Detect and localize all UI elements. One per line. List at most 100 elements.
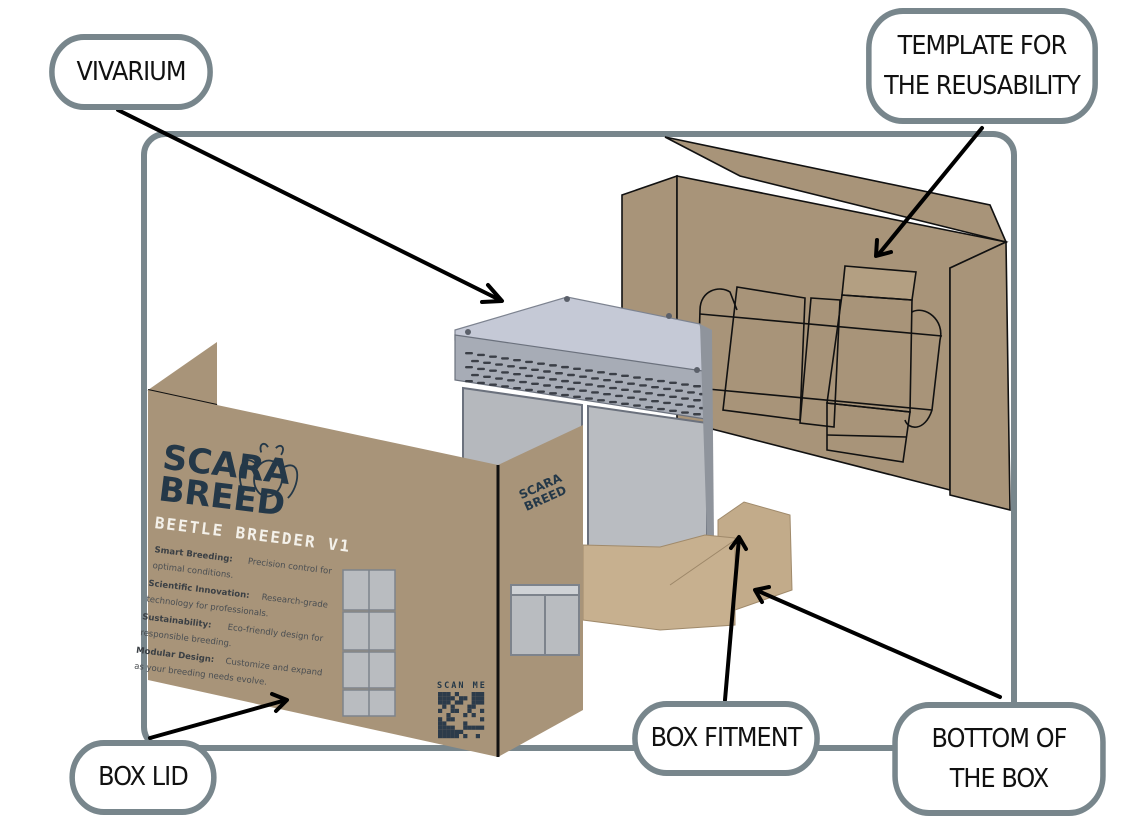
vent-slot: [477, 353, 485, 357]
vent-slot: [633, 376, 641, 379]
vent-slot: [543, 370, 551, 373]
qr-module: [442, 696, 447, 701]
qr-module: [471, 713, 476, 718]
vent-slot: [567, 387, 575, 391]
vent-slot: [669, 409, 677, 412]
vent-slot: [501, 371, 509, 374]
vent-slot: [597, 385, 605, 388]
vent-slot: [537, 390, 545, 393]
vent-slots: [465, 352, 707, 416]
vent-slot: [609, 372, 617, 376]
callout-box-lid: BOX LID: [69, 740, 217, 815]
vent-slot: [687, 405, 695, 408]
vent-slot: [687, 391, 695, 394]
vent-slot: [549, 364, 557, 367]
qr-module: [467, 708, 472, 713]
vivarium-right-door: [587, 404, 708, 561]
screw-icon: [465, 329, 471, 335]
qr-module: [438, 729, 443, 734]
screw-icon: [666, 313, 672, 319]
vent-slot: [693, 399, 701, 402]
vent-slot: [591, 377, 599, 380]
qr-module: [475, 692, 480, 697]
diagram-frame: [141, 131, 1017, 751]
lid-front-panel: [148, 390, 498, 757]
qr-module: [480, 708, 485, 713]
vent-slot: [663, 401, 671, 405]
screw-icon: [564, 296, 570, 302]
vent-slot: [549, 378, 557, 381]
vent-slot: [507, 365, 515, 368]
vent-slot: [513, 358, 521, 362]
qr-module: [480, 700, 485, 705]
vent-slot: [621, 388, 629, 392]
box-bottom-front: [582, 534, 736, 631]
qr-module: [459, 700, 464, 705]
vent-slot: [645, 392, 653, 395]
arrow-vivarium: [116, 108, 504, 304]
qr-module: [471, 700, 476, 705]
vent-slot: [573, 367, 581, 371]
arrow-template: [874, 126, 984, 258]
vent-slot: [567, 373, 575, 377]
qr-module: [475, 725, 480, 730]
vent-slot: [657, 379, 665, 383]
vent-slot: [561, 379, 569, 383]
vent-slot: [651, 399, 659, 403]
vent-slot: [633, 404, 641, 407]
qr-module: [438, 734, 443, 739]
lid-top-flap: [148, 342, 217, 405]
vent-slot: [585, 383, 593, 386]
vent-slot: [555, 386, 563, 389]
qr-module: [463, 713, 468, 718]
vent-slot: [579, 375, 587, 378]
side-vivarium-illustration: [510, 584, 580, 656]
qr-module: [438, 696, 443, 701]
vivarium-side: [700, 324, 714, 540]
vent-slot: [597, 399, 605, 402]
vent-slot: [483, 361, 491, 365]
vent-slot: [519, 380, 527, 384]
qr-module: [450, 725, 455, 730]
qr-module: [438, 700, 443, 705]
vent-slot: [489, 369, 497, 372]
vent-slot: [465, 380, 473, 383]
vent-slot: [657, 407, 665, 411]
vent-slot: [615, 380, 623, 384]
qr-module: [480, 692, 485, 697]
qr-module: [442, 692, 447, 697]
callout-label: BOTTOM OF: [931, 723, 1067, 754]
vent-slot: [675, 403, 683, 406]
vent-slot: [603, 379, 611, 382]
vent-slot: [549, 392, 557, 395]
vent-slot: [591, 391, 599, 394]
qr-module: [450, 704, 455, 709]
qr-module: [446, 692, 451, 697]
vent-slot: [507, 379, 515, 382]
vent-slot: [579, 389, 587, 392]
qr-module: [475, 700, 480, 705]
vent-slot: [609, 386, 617, 390]
qr-module: [459, 696, 464, 701]
box-lid: SCARA BREED BEETLE BREEDER V1 Smart Bree…: [134, 342, 583, 757]
vent-slot: [465, 352, 473, 355]
callout-label: THE BOX: [949, 764, 1049, 794]
vent-slot: [675, 389, 683, 392]
vent-slot: [561, 365, 569, 369]
arrow-box-lid: [148, 692, 289, 740]
vent-slot: [561, 393, 569, 397]
qr-module: [463, 721, 468, 726]
callout-vivarium: VIVARIUM: [49, 34, 213, 110]
vent-slot: [573, 381, 581, 385]
vent-slot: [471, 359, 479, 363]
vent-slot: [627, 396, 635, 399]
qr-module: [454, 729, 459, 734]
qr-module: [446, 734, 451, 739]
callout-label: TEMPLATE FOR: [897, 30, 1068, 61]
vent-slot: [531, 382, 539, 385]
vent-slot: [471, 373, 479, 377]
qr-module: [463, 734, 468, 739]
vent-slot: [465, 366, 473, 369]
qr-module: [442, 700, 447, 705]
